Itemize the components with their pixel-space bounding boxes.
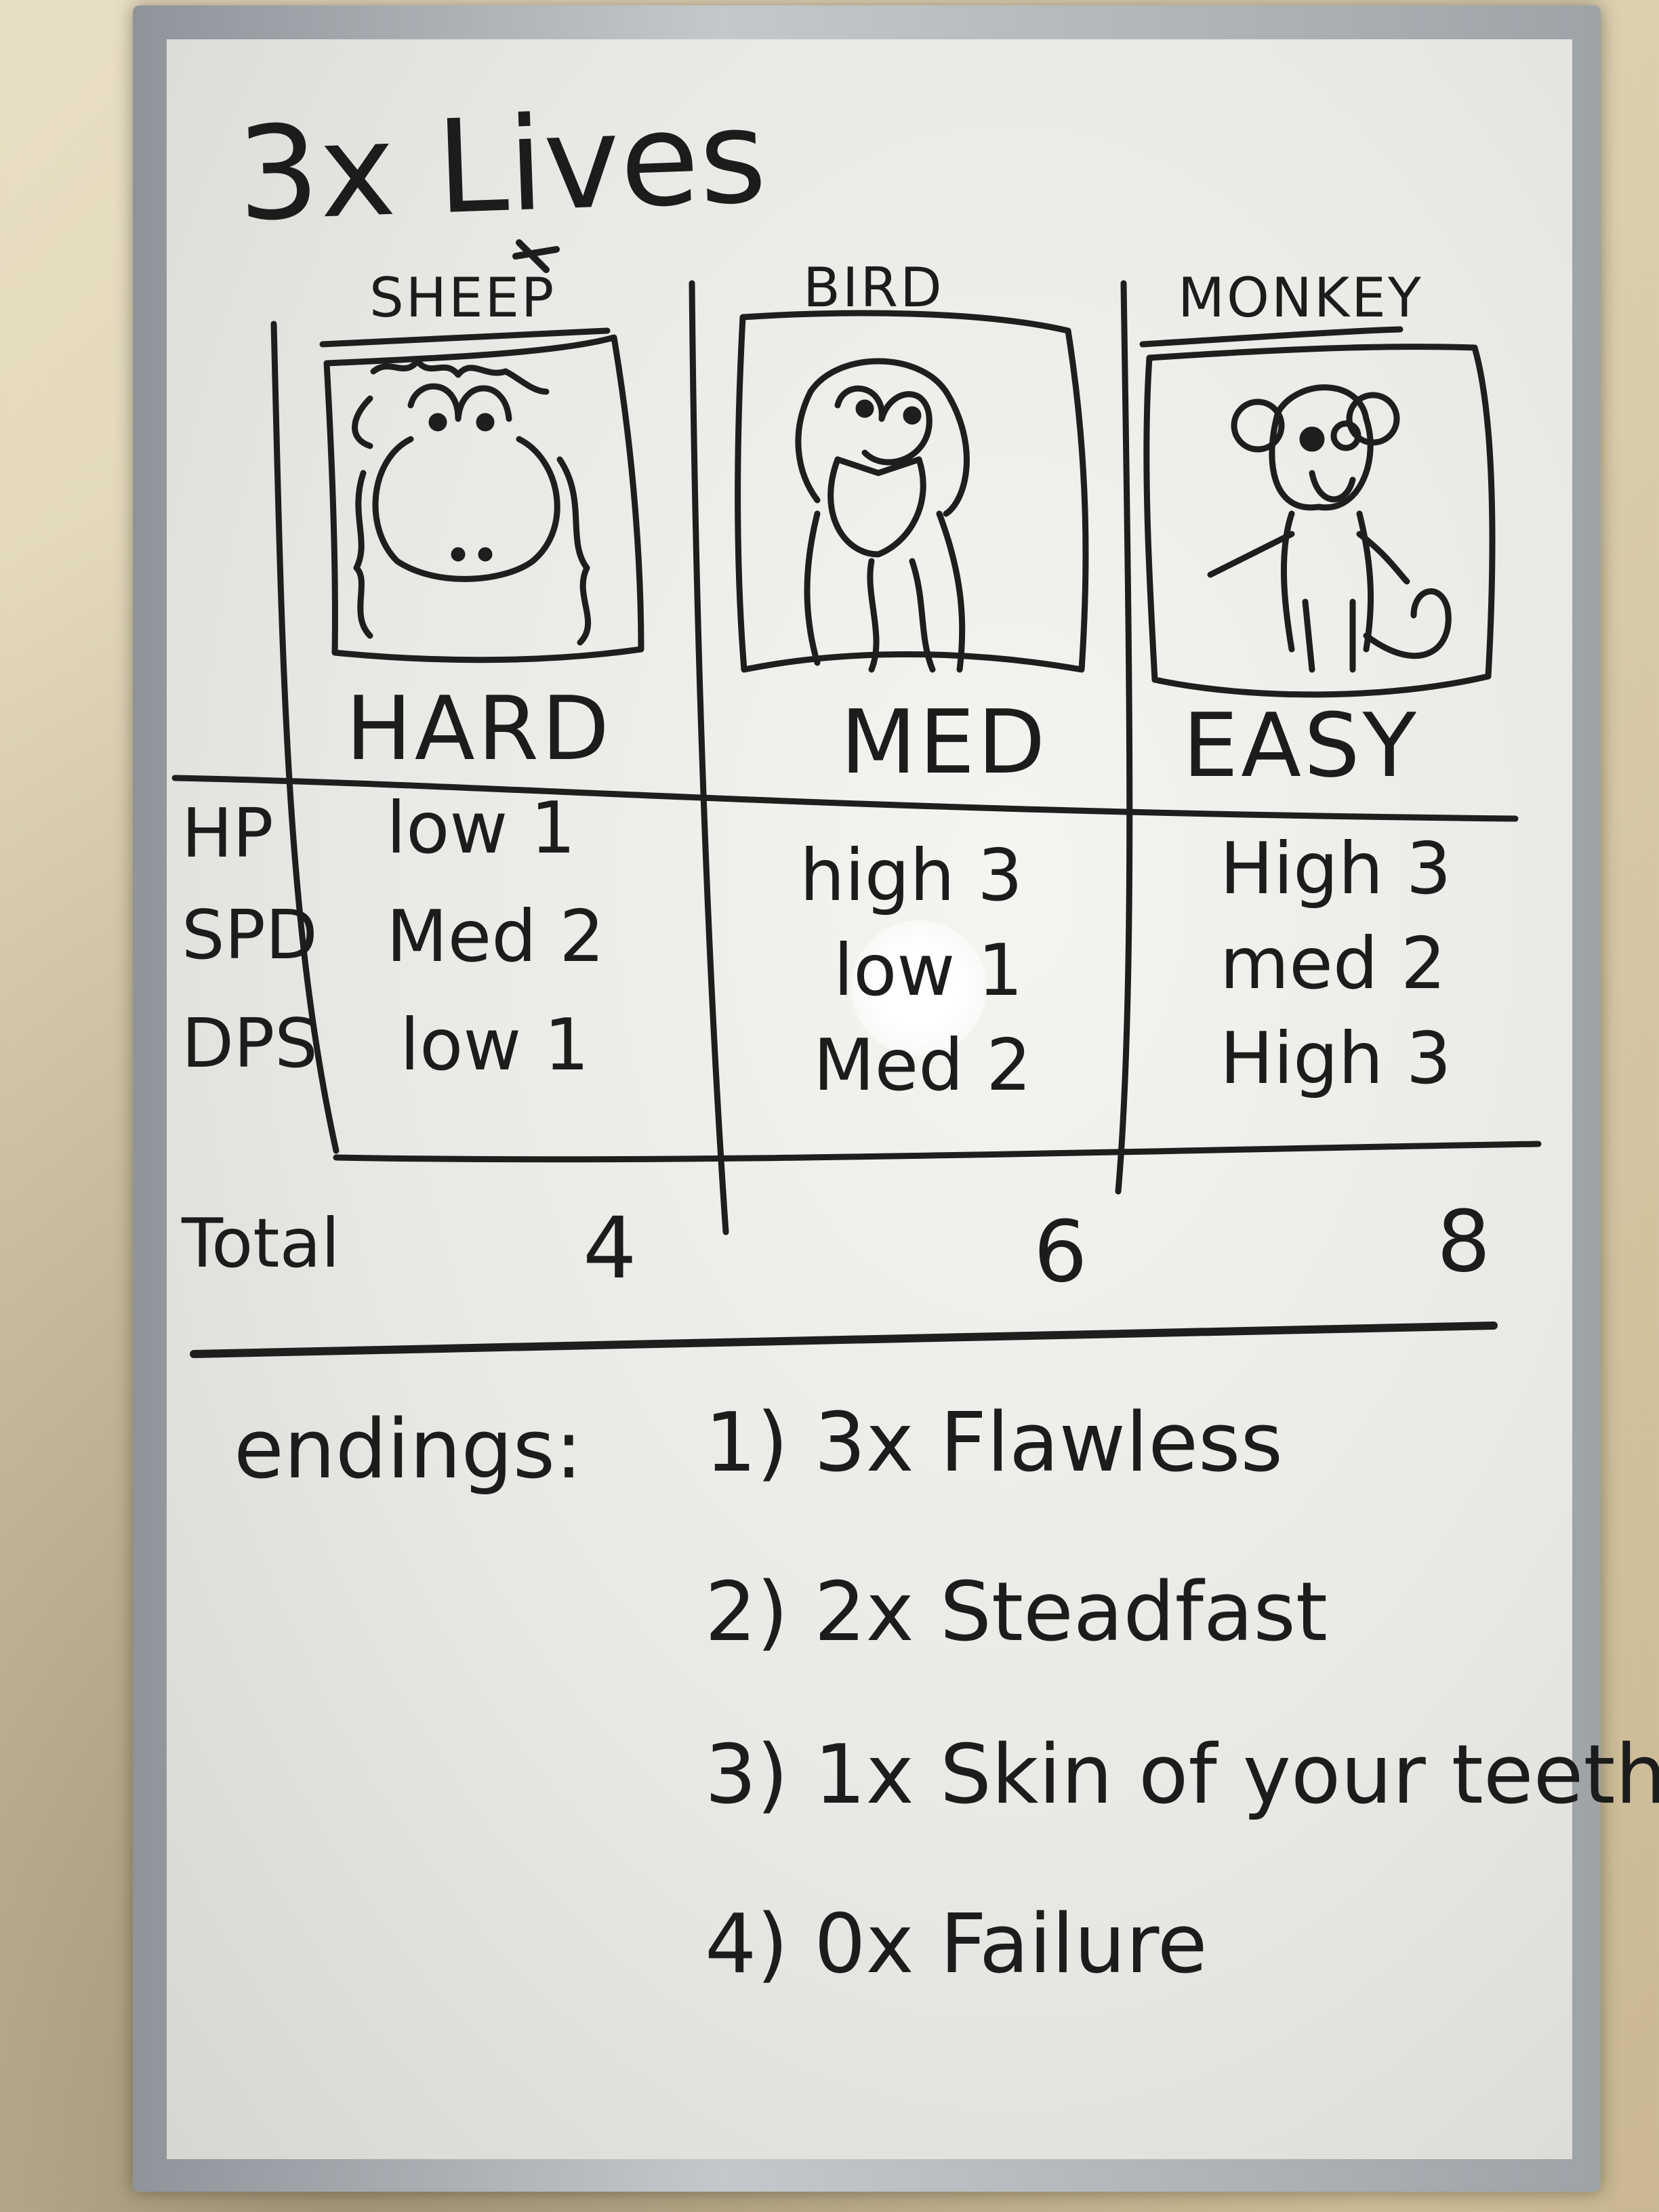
totals-rule	[333, 1141, 1542, 1163]
animal-name-monkey: MONKEY	[1178, 266, 1423, 329]
ending-item: 3) 1x Skin of your teeth	[705, 1728, 1659, 1822]
ending-item: 2) 2x Steadfast	[705, 1565, 1328, 1660]
sheep-name-underline	[319, 327, 611, 348]
difficulty-sheep: HARD	[346, 677, 613, 780]
total-label: Total	[182, 1204, 340, 1283]
endings-label: endings:	[234, 1403, 583, 1497]
ending-item: 1) 3x Flawless	[705, 1396, 1284, 1490]
stat-monkey-hp: High 3	[1220, 827, 1452, 910]
stat-bird-hp: high 3	[800, 834, 1023, 917]
total-monkey: 8	[1437, 1193, 1491, 1291]
sheep-frame	[323, 334, 644, 663]
board-title: 3x Lives	[234, 81, 769, 250]
stat-bird-dps: Med 2	[813, 1024, 1032, 1107]
column-divider	[270, 321, 340, 1154]
title-scribble	[512, 239, 560, 273]
stat-sheep-spd: Med 2	[386, 895, 605, 978]
animal-name-bird: BIRD	[803, 256, 944, 319]
whiteboard-drawings	[171, 239, 1542, 1358]
ending-item: 4) 0x Failure	[705, 1898, 1208, 1992]
total-bird: 6	[1033, 1203, 1088, 1301]
stat-label-spd: SPD	[182, 895, 318, 975]
total-sheep: 4	[583, 1200, 637, 1298]
sheep-sketch	[352, 358, 591, 646]
monkey-frame	[1143, 344, 1496, 698]
column-divider	[1115, 280, 1133, 1195]
difficulty-bird: MED	[840, 691, 1048, 794]
header-rule	[171, 775, 1519, 822]
light-glare	[851, 920, 987, 1056]
bird-sketch	[795, 358, 970, 673]
stat-label-hp: HP	[182, 794, 274, 873]
animal-name-sheep: SHEEP	[369, 266, 556, 329]
bottom-rule	[190, 1322, 1498, 1358]
difficulty-monkey: EASY	[1183, 694, 1419, 797]
column-divider	[689, 280, 729, 1235]
monkey-name-underline	[1139, 326, 1404, 348]
stat-monkey-spd: med 2	[1220, 922, 1446, 1005]
monkey-sketch	[1207, 384, 1452, 673]
stat-label-dps: DPS	[182, 1004, 318, 1083]
stat-monkey-dps: High 3	[1220, 1017, 1452, 1100]
bird-frame	[735, 310, 1089, 673]
stat-sheep-dps: low 1	[400, 1004, 590, 1086]
stat-bird-spd: low 1	[834, 929, 1023, 1012]
stat-sheep-hp: low 1	[386, 787, 576, 869]
